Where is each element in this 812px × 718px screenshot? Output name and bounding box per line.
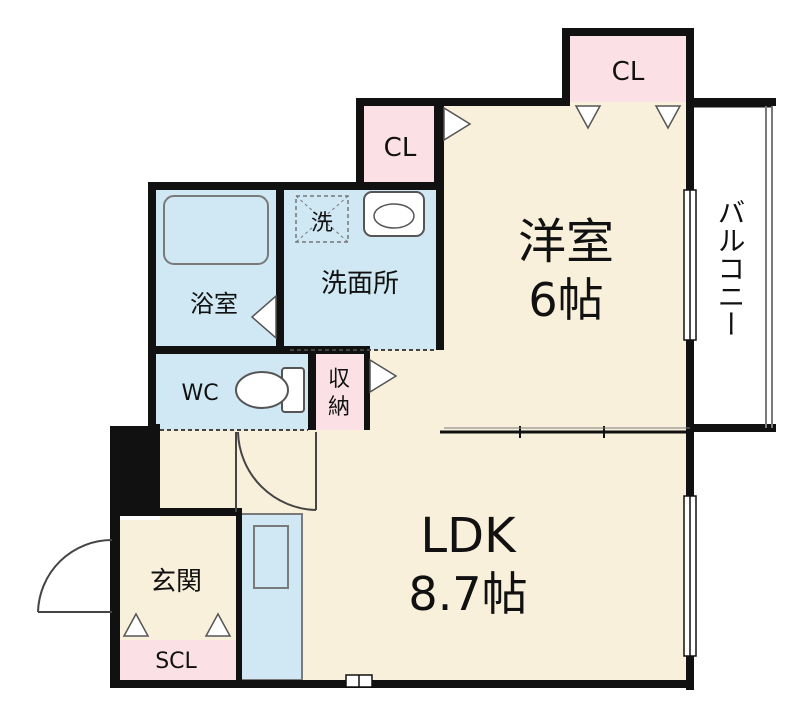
kitchen-sink (253, 525, 289, 589)
doors (37, 349, 436, 613)
wc-label: WC (181, 381, 218, 406)
kitchen-counter (239, 513, 303, 681)
storage-floor (314, 352, 364, 430)
western-room-size: 6帖 (528, 273, 603, 327)
storage-label-1: 収 (328, 367, 350, 392)
balcony (694, 104, 773, 428)
closet-door-markers (122, 105, 682, 637)
ldk-size: 8.7帖 (408, 567, 527, 621)
storage-label-2: 納 (328, 395, 350, 420)
western-room-floor (440, 100, 690, 432)
closet-top-label: CL (612, 57, 645, 87)
shoe-closet-label: SCL (155, 649, 197, 674)
shoe-closet-floor (112, 640, 238, 680)
bath-label: 浴室 (190, 290, 238, 318)
bath-door-marker (250, 294, 277, 340)
washer-mark: 洗 (311, 211, 333, 236)
wash-basin (363, 191, 425, 237)
toilet-icon (235, 367, 305, 413)
closet-side-label: CL (384, 133, 417, 163)
closet-side-floor (360, 100, 440, 188)
closet-top-floor (566, 30, 690, 102)
washroom-label: 洗面所 (321, 269, 399, 299)
entrance-label: 玄関 (150, 567, 202, 597)
western-room-label: 洋室 (518, 214, 614, 270)
ldk-label: LDK (420, 508, 517, 564)
walls (110, 28, 776, 690)
windows (345, 189, 697, 688)
bathtub (163, 195, 269, 265)
balcony-label: バルコニー (714, 198, 747, 338)
